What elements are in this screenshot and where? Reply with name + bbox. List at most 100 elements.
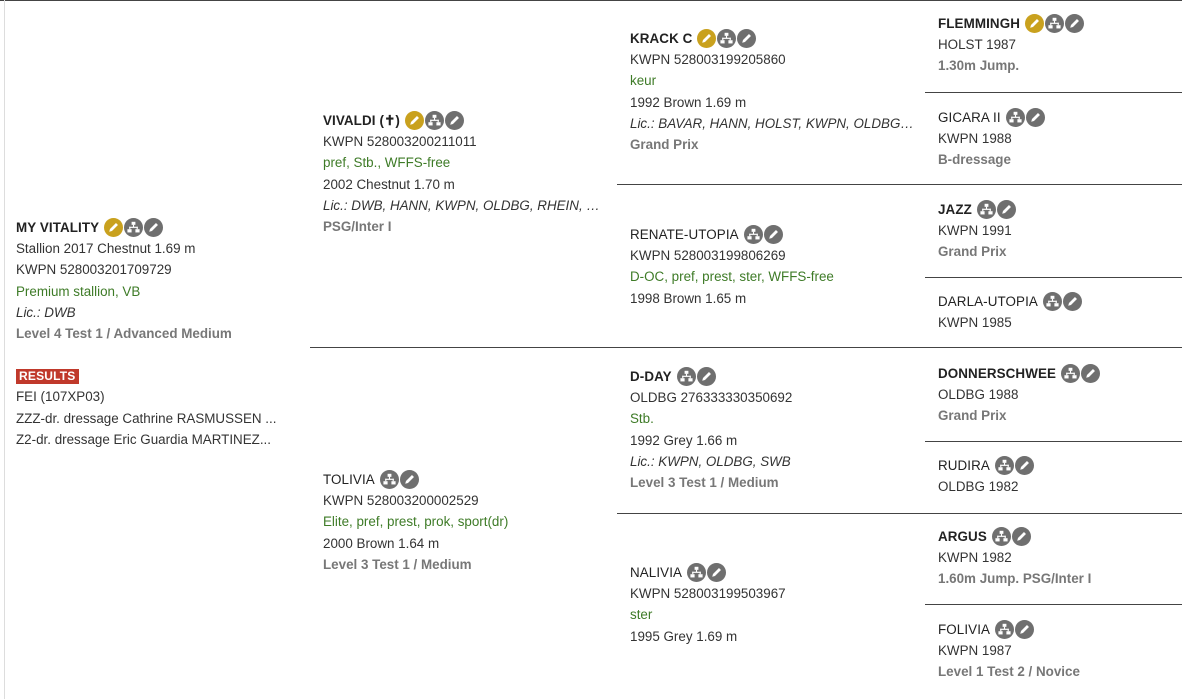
name-row: DARLA-UTOPIA bbox=[938, 291, 1082, 312]
name-row: ARGUS bbox=[938, 526, 1091, 547]
horse-name-link[interactable]: D-DAY bbox=[630, 369, 672, 384]
detail-line: Lic.: DWB bbox=[16, 304, 76, 320]
gen3-node-4: DARLA-UTOPIA KWPN 1985 bbox=[938, 291, 1082, 333]
icon-group bbox=[1024, 14, 1084, 34]
edit-icon[interactable] bbox=[707, 563, 727, 583]
edit-icon[interactable] bbox=[399, 470, 419, 490]
horse-name-link[interactable]: NALIVIA bbox=[630, 565, 683, 580]
horse-name-link[interactable]: KRACK C bbox=[630, 31, 693, 46]
detail-line: B-dressage bbox=[938, 152, 1011, 168]
pedigree-icon[interactable] bbox=[717, 29, 737, 49]
pedigree-icon[interactable] bbox=[124, 218, 144, 238]
horse-name-link[interactable]: MY VITALITY bbox=[16, 220, 100, 235]
results-badge[interactable]: RESULTS bbox=[16, 369, 79, 385]
detail-line: KWPN 528003200002529 bbox=[323, 493, 479, 509]
detail-line: Level 3 Test 1 / Medium bbox=[630, 474, 779, 490]
horse-name-link[interactable]: VIVALDI bbox=[323, 113, 376, 128]
horse-name-link[interactable]: GICARA II bbox=[938, 110, 1001, 125]
detail-line: Level 4 Test 1 / Advanced Medium bbox=[16, 325, 232, 341]
detail-line: OLDBG 1988 bbox=[938, 387, 1019, 403]
edit-icon[interactable] bbox=[444, 111, 464, 131]
result-entry[interactable]: ZZZ-dr. dressage Cathrine RASMUSSEN ... bbox=[16, 410, 277, 426]
detail-line: 1.30m Jump. bbox=[938, 58, 1020, 74]
pedigree-icon[interactable] bbox=[994, 456, 1014, 476]
detail-line: 1992 Brown 1.69 m bbox=[630, 94, 747, 110]
edit-icon[interactable] bbox=[1014, 456, 1034, 476]
detail-line: KWPN 528003199806269 bbox=[630, 248, 786, 264]
result-entry[interactable]: Z2-dr. dressage Eric Guardia MARTINEZ... bbox=[16, 431, 271, 447]
horse-name-link[interactable]: TOLIVIA bbox=[323, 472, 375, 487]
horse-name-link[interactable]: FOLIVIA bbox=[938, 622, 991, 637]
pedigree-icon[interactable] bbox=[1005, 108, 1025, 128]
edit-icon[interactable] bbox=[696, 367, 716, 387]
horse-name-link[interactable]: RUDIRA bbox=[938, 458, 990, 473]
horse-name-link[interactable]: JAZZ bbox=[938, 202, 972, 217]
detail-line: KWPN 1985 bbox=[938, 315, 1012, 331]
divider-gen3-3 bbox=[925, 277, 1182, 278]
pedigree-icon[interactable] bbox=[424, 111, 444, 131]
edit-icon[interactable] bbox=[737, 29, 757, 49]
pedigree-icon[interactable] bbox=[687, 563, 707, 583]
deceased-marker: (✝) bbox=[379, 113, 400, 128]
icon-group bbox=[743, 225, 783, 245]
pedigree-icon[interactable] bbox=[1061, 364, 1081, 384]
detail-line: KWPN 528003199503967 bbox=[630, 586, 786, 602]
icon-group bbox=[1042, 292, 1082, 312]
result-entry[interactable]: FEI (107XP03) bbox=[16, 389, 105, 405]
pedigree-icon[interactable] bbox=[1042, 292, 1062, 312]
detail-line: Lic.: KWPN, OLDBG, SWB bbox=[630, 453, 791, 469]
detail-line: ster bbox=[630, 607, 653, 623]
edit-icon[interactable] bbox=[996, 200, 1016, 220]
horse-name-link[interactable]: ARGUS bbox=[938, 529, 987, 544]
edit-icon[interactable] bbox=[1011, 527, 1031, 547]
pencil-gold-icon[interactable] bbox=[404, 111, 424, 131]
divider-gen2-bottom bbox=[617, 513, 1182, 514]
horse-name-link[interactable]: RENATE-UTOPIA bbox=[630, 227, 739, 242]
pedigree-icon[interactable] bbox=[995, 620, 1015, 640]
detail-line: 1998 Brown 1.65 m bbox=[630, 290, 747, 306]
edit-icon[interactable] bbox=[1081, 364, 1101, 384]
detail-line: Grand Prix bbox=[630, 136, 699, 152]
detail-line: KWPN 1991 bbox=[938, 223, 1012, 239]
detail-line: Level 1 Test 2 / Novice bbox=[938, 664, 1080, 680]
detail-line: OLDBG 1982 bbox=[938, 479, 1019, 495]
horse-name-link[interactable]: DARLA-UTOPIA bbox=[938, 294, 1038, 309]
horse-name-link[interactable]: DONNERSCHWEE bbox=[938, 366, 1057, 381]
pedigree-icon[interactable] bbox=[379, 470, 399, 490]
pedigree-icon[interactable] bbox=[976, 200, 996, 220]
icon-group bbox=[991, 527, 1031, 547]
edit-icon[interactable] bbox=[1025, 108, 1045, 128]
detail-line: Premium stallion, VB bbox=[16, 283, 141, 299]
detail-line: 1.60m Jump. PSG/Inter I bbox=[938, 571, 1092, 587]
edit-icon[interactable] bbox=[1015, 620, 1035, 640]
pencil-gold-icon[interactable] bbox=[104, 218, 124, 238]
top-border bbox=[0, 0, 1182, 1]
name-row: TOLIVIA bbox=[323, 469, 508, 490]
icon-group bbox=[104, 218, 164, 238]
pedigree-icon[interactable] bbox=[676, 367, 696, 387]
pedigree-icon[interactable] bbox=[1044, 14, 1064, 34]
pedigree-icon[interactable] bbox=[743, 225, 763, 245]
results-list: FEI (107XP03) ZZZ-dr. dressage Cathrine R… bbox=[16, 386, 276, 450]
pedigree-icon[interactable] bbox=[991, 527, 1011, 547]
edit-icon[interactable] bbox=[763, 225, 783, 245]
pencil-gold-icon[interactable] bbox=[697, 29, 717, 49]
name-row: RENATE-UTOPIA bbox=[630, 224, 834, 245]
edit-icon[interactable] bbox=[144, 218, 164, 238]
icon-group bbox=[994, 456, 1034, 476]
horse-name-link[interactable]: FLEMMINGH bbox=[938, 16, 1020, 31]
edit-icon[interactable] bbox=[1064, 14, 1084, 34]
detail-line: Lic.: DWB, HANN, KWPN, OLDBG, RHEIN, S..… bbox=[323, 197, 605, 213]
detail-line: KWPN 528003199205860 bbox=[630, 52, 786, 68]
edit-icon[interactable] bbox=[1062, 292, 1082, 312]
pencil-gold-icon[interactable] bbox=[1024, 14, 1044, 34]
detail-line: Elite, pref, prest, prok, sport(dr) bbox=[323, 514, 509, 530]
